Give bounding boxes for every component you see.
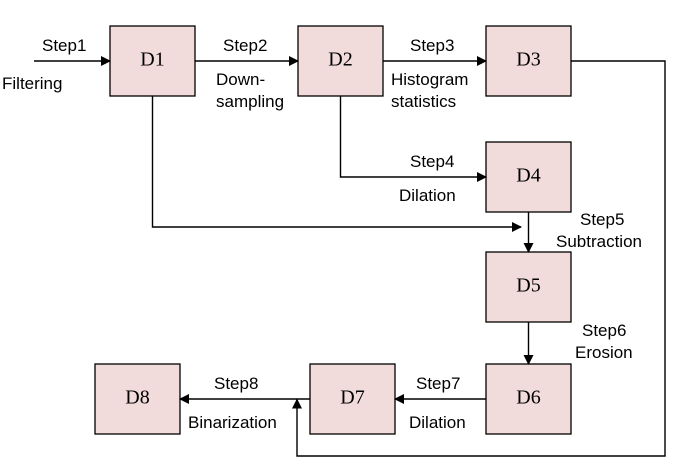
step1-label: Step1 — [42, 36, 86, 55]
node-d5-label: D5 — [516, 275, 540, 297]
node-d6: D6 — [485, 363, 572, 435]
step6-label: Step6 — [582, 321, 626, 340]
node-d6-label: D6 — [516, 387, 540, 409]
step4-operation: Dilation — [399, 186, 456, 205]
step2-operation-line1: Down- — [216, 70, 265, 89]
node-d2-label: D2 — [328, 49, 352, 71]
step5-operation: Subtraction — [556, 232, 642, 251]
node-d4-label: D4 — [516, 165, 540, 187]
edge-d2-d4 — [339, 96, 487, 182]
step7-operation: Dilation — [409, 413, 466, 432]
step3-label: Step3 — [410, 36, 454, 55]
step7-label: Step7 — [416, 374, 460, 393]
step2-operation-line2: sampling — [216, 92, 284, 111]
node-d1: D1 — [109, 25, 196, 97]
step4-label: Step4 — [410, 152, 454, 171]
step8-label: Step8 — [214, 374, 258, 393]
node-d7-label: D7 — [340, 387, 364, 409]
node-d3: D3 — [485, 25, 572, 97]
step3-operation-line1: Histogram — [391, 70, 468, 89]
node-d1-label: D1 — [140, 49, 164, 71]
node-d3-label: D3 — [516, 49, 540, 71]
step2-label: Step2 — [223, 36, 267, 55]
edge-d1-d5 — [151, 96, 522, 232]
node-d2: D2 — [297, 25, 384, 97]
node-d8: D8 — [94, 363, 181, 435]
node-d7: D7 — [309, 363, 396, 435]
node-d5: D5 — [485, 251, 572, 323]
step1-operation: Filtering — [2, 74, 62, 93]
node-d4: D4 — [485, 141, 572, 213]
node-d8-label: D8 — [125, 387, 149, 409]
step8-operation: Binarization — [188, 413, 277, 432]
edge-d3-binarization — [292, 60, 666, 457]
step3-operation-line2: statistics — [391, 92, 456, 111]
step5-label: Step5 — [580, 210, 624, 229]
step6-operation: Erosion — [575, 343, 633, 362]
